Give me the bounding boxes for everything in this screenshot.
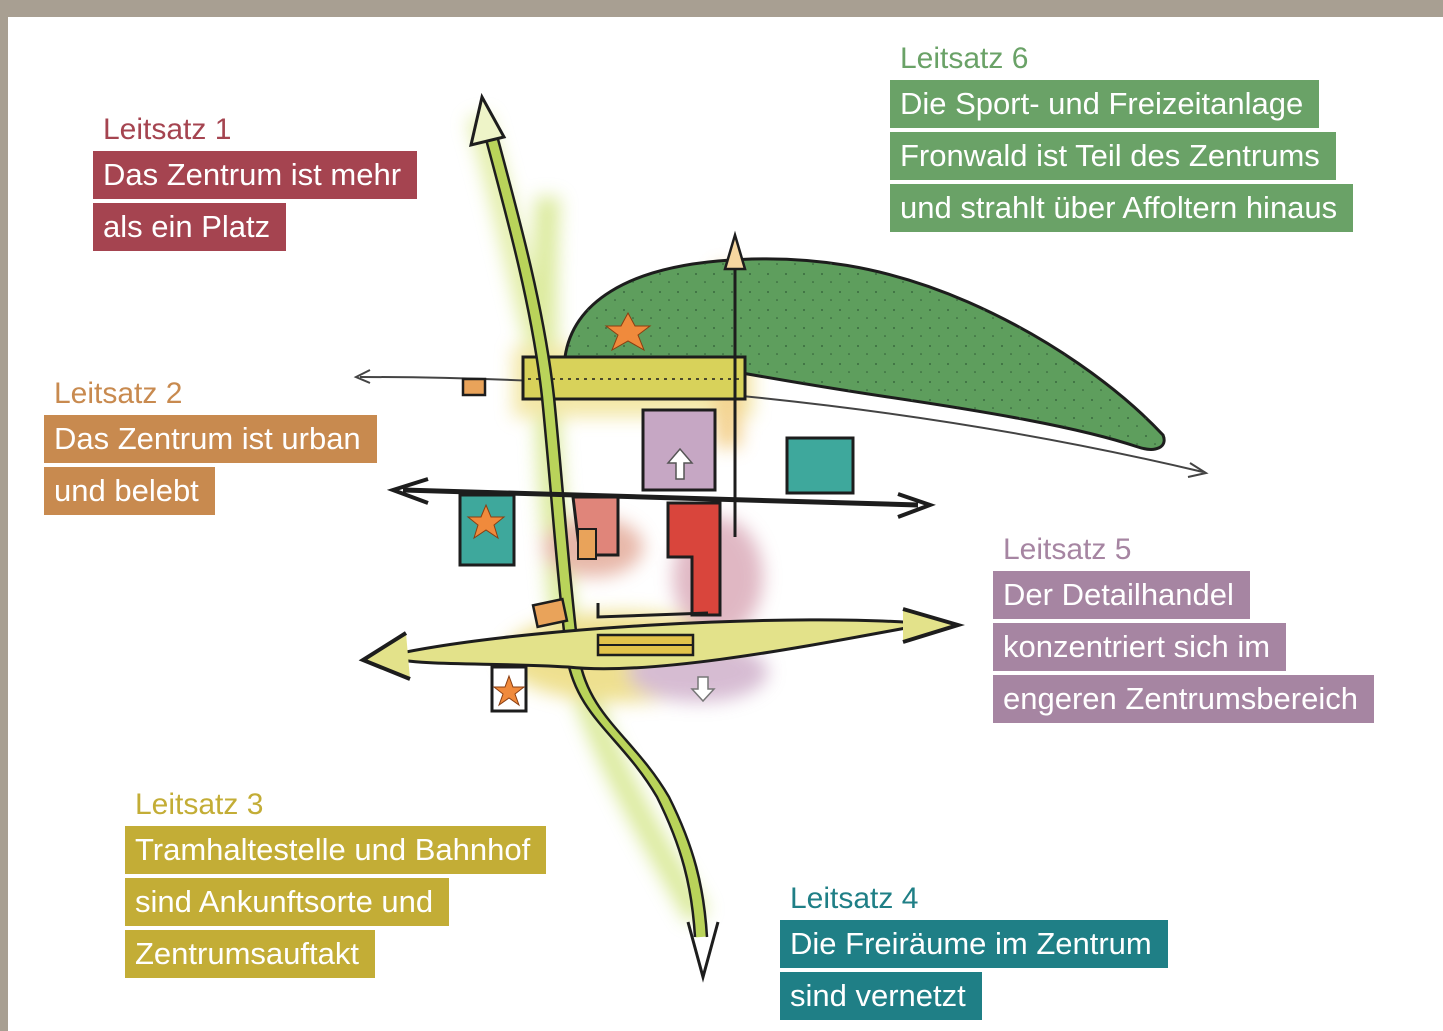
arrow-up-icon: [666, 447, 694, 480]
leitsatz-2: Leitsatz 2 Das Zentrum ist urban und bel…: [44, 377, 377, 519]
leitsatz-5-line-1: Der Detailhandel: [993, 571, 1250, 619]
star-icon: [604, 311, 652, 352]
leitsatz-4-line-2: sind vernetzt: [780, 972, 982, 1020]
star-icon: [466, 503, 506, 540]
leitsatz-1-line-2: als ein Platz: [93, 203, 287, 251]
concept-sketch: [353, 92, 1209, 983]
leitsatz-4-line-1: Die Freiräume im Zentrum: [780, 920, 1168, 968]
leitsatz-6-line-3: und strahlt über Affoltern hinaus: [890, 184, 1354, 232]
leitsatz-4: Leitsatz 4 Die Freiräume im Zentrum sind…: [780, 882, 1168, 1024]
middle-arrow: [402, 487, 919, 508]
leitsatz-6: Leitsatz 6 Die Sport- und Freizeitanlage…: [890, 42, 1354, 236]
star-icon: [492, 674, 526, 707]
leitsatz-3-line-1: Tramhaltestelle und Bahnhof: [125, 826, 547, 874]
leitsatz-2-heading: Leitsatz 2: [54, 377, 183, 410]
leitsatz-6-line-2: Fronwald ist Teil des Zentrums: [890, 132, 1336, 180]
diagram-canvas: Leitsatz 1 Das Zentrum ist mehr als ein …: [8, 17, 1443, 1031]
leitsatz-2-line-1: Das Zentrum ist urban: [44, 415, 377, 463]
leitsatz-5-line-2: konzentriert sich im: [993, 623, 1287, 671]
main-path: [480, 115, 707, 938]
leitsatz-5-heading: Leitsatz 5: [1003, 533, 1132, 566]
leitsatz-6-heading: Leitsatz 6: [900, 42, 1029, 75]
leitsatz-1: Leitsatz 1 Das Zentrum ist mehr als ein …: [93, 113, 418, 255]
bridge-bar: [521, 355, 747, 401]
leitsatz-3-heading: Leitsatz 3: [135, 788, 264, 821]
leitsatz-6-line-1: Die Sport- und Freizeitanlage: [890, 80, 1320, 128]
orange-block-bottom: [531, 597, 569, 629]
leitsatz-5-line-3: engeren Zentrumsbereich: [993, 675, 1374, 723]
arrow-down-icon: [690, 676, 716, 703]
teal-square-right: [785, 436, 855, 495]
leitsatz-1-heading: Leitsatz 1: [103, 113, 232, 146]
leitsatz-5: Leitsatz 5 Der Detailhandel konzentriert…: [993, 533, 1374, 727]
leitsatz-3-line-3: Zentrumsauftakt: [125, 930, 375, 978]
orange-block-top: [461, 377, 487, 397]
leitsatz-4-heading: Leitsatz 4: [790, 882, 919, 915]
leitsatz-3: Leitsatz 3 Tramhaltestelle und Bahnhof s…: [125, 788, 547, 982]
leitsatz-1-line-1: Das Zentrum ist mehr: [93, 151, 418, 199]
leitsatz-2-line-2: und belebt: [44, 467, 215, 515]
leitsatz-3-line-2: sind Ankunftsorte und: [125, 878, 450, 926]
